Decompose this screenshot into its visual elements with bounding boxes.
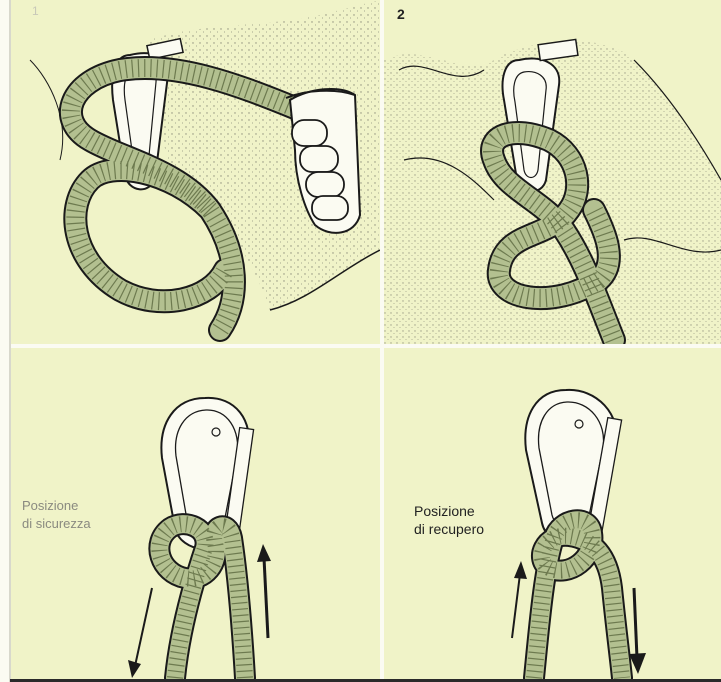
step-2-illustration: [384, 0, 721, 344]
panel-safety-position: Posizione di sicurezza: [10, 348, 380, 682]
panel-recovery-position: Posizione di recupero: [384, 348, 721, 682]
step-number-1: 1: [32, 4, 39, 18]
safety-position-caption: Posizione di sicurezza: [22, 497, 91, 533]
panel-step-1: 1: [10, 0, 380, 344]
panel-step-2: 2: [384, 0, 721, 344]
left-edge: [9, 0, 11, 682]
step-1-illustration: [10, 0, 380, 344]
step-number-2: 2: [397, 6, 405, 22]
recovery-position-caption: Posizione di recupero: [414, 502, 484, 538]
